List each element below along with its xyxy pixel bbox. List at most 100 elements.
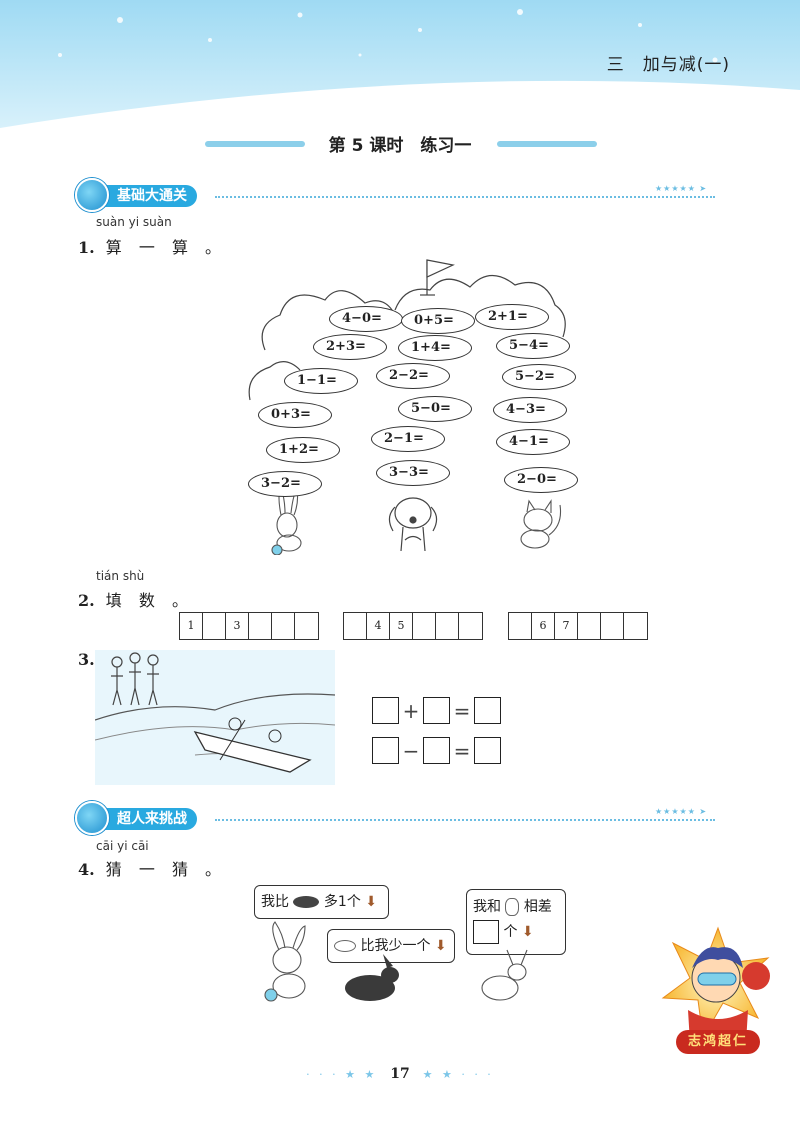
oval-equation[interactable]: 0+5= xyxy=(401,308,475,334)
mascot-logo xyxy=(661,926,770,1048)
q1-prompt: 1. 算 一 算 。 xyxy=(78,234,227,258)
title-rule-left xyxy=(205,141,305,147)
oval-equation[interactable]: 4−0= xyxy=(329,306,403,332)
banner-dotted-line xyxy=(215,196,715,198)
bubble-text: 我和 xyxy=(473,899,501,915)
number-input-cell[interactable] xyxy=(344,613,367,639)
section-banner-basic: 基础大通关 ★★★★★ ➤ xyxy=(75,178,720,212)
lesson-title: 第 5 课时 练习一 xyxy=(328,136,472,156)
header-decoration xyxy=(0,0,800,128)
oval-equation[interactable]: 1+4= xyxy=(398,335,472,361)
subtraction-equation: − = xyxy=(372,737,501,764)
q1-number: 1. xyxy=(78,238,95,257)
answer-box[interactable] xyxy=(474,697,501,724)
number-input-cell[interactable] xyxy=(295,613,318,639)
standing-children-icon xyxy=(111,652,159,706)
plus-sign: + xyxy=(402,698,420,723)
number-sequence-1: 1 3 xyxy=(179,612,319,640)
number-input-cell[interactable] xyxy=(272,613,295,639)
banner-stars-icon: ★★★★★ ➤ xyxy=(655,807,708,816)
chapter-heading: 三 加与减(一) xyxy=(606,55,730,75)
oval-equation[interactable]: 5−2= xyxy=(502,364,576,390)
mascot-badge-text: 志鸿超仁 xyxy=(676,1030,760,1054)
number-cell: 4 xyxy=(367,613,390,639)
oval-equation[interactable]: 3−2= xyxy=(248,471,322,497)
footer-stars-left-icon: · · · ★ ★ xyxy=(306,1068,378,1081)
bubble-text: 我比 xyxy=(261,894,289,910)
page-number: 17 xyxy=(390,1066,410,1082)
oval-equation[interactable]: 1+2= xyxy=(266,437,340,463)
cat-illustration xyxy=(520,499,562,549)
banner-dotted-line xyxy=(215,819,715,821)
q4-prompt: 4. 猜 一 猜 。 xyxy=(78,856,227,880)
q2-text: 填 数 。 xyxy=(105,591,194,610)
answer-box[interactable] xyxy=(372,697,399,724)
rabbit-illustration xyxy=(271,485,302,555)
answer-box[interactable] xyxy=(372,737,399,764)
addition-equation: + = xyxy=(372,697,501,724)
number-input-cell[interactable] xyxy=(624,613,647,639)
number-input-cell[interactable] xyxy=(436,613,459,639)
q1-text: 算 一 算 。 xyxy=(105,238,228,257)
page-footer: · · · ★ ★ 17 ★ ★ · · · xyxy=(0,1066,800,1082)
oval-equation[interactable]: 2−1= xyxy=(371,426,445,452)
answer-box[interactable] xyxy=(474,737,501,764)
q4-text: 猜 一 猜 。 xyxy=(105,860,228,879)
banner-label: 超人来挑战 xyxy=(95,808,197,830)
carrot-icon: ⬇ xyxy=(365,894,378,910)
star-badge-icon xyxy=(75,178,109,212)
sitting-rabbit-icon xyxy=(481,949,528,1001)
speech-bubble-3: 我和 相差 个 ⬇ xyxy=(466,889,566,955)
number-input-cell[interactable] xyxy=(249,613,272,639)
oval-equation[interactable]: 2+3= xyxy=(313,334,387,360)
q1-pinyin: suàn yi suàn xyxy=(96,215,172,229)
number-cell: 1 xyxy=(180,613,203,639)
speech-bubble-2: 比我少一个 ⬇ xyxy=(327,929,455,963)
dog-illustration xyxy=(388,497,438,552)
speech-bubble-1: 我比 多1个 ⬇ xyxy=(254,885,389,919)
q2-number: 2. xyxy=(78,591,95,610)
number-input-cell[interactable] xyxy=(601,613,624,639)
oval-equation[interactable]: 3−3= xyxy=(376,460,450,486)
answer-box[interactable] xyxy=(423,697,450,724)
oval-equation[interactable]: 5−0= xyxy=(398,396,472,422)
q4-pinyin: cāi yi cāi xyxy=(96,839,149,853)
number-input-cell[interactable] xyxy=(459,613,482,639)
section-banner-challenge: 超人来挑战 ★★★★★ ➤ xyxy=(75,801,720,835)
black-rabbit-icon xyxy=(345,954,399,1001)
carrot-icon: ⬇ xyxy=(434,938,447,954)
bubble-text: 多1个 xyxy=(323,894,361,910)
oval-equation[interactable]: 2+1= xyxy=(475,304,549,330)
number-input-cell[interactable] xyxy=(509,613,532,639)
oval-equation[interactable]: 0+3= xyxy=(258,402,332,428)
number-input-cell[interactable] xyxy=(578,613,601,639)
oval-equation[interactable]: 2−0= xyxy=(504,467,578,493)
number-input-cell[interactable] xyxy=(203,613,226,639)
oval-equation[interactable]: 4−1= xyxy=(496,429,570,455)
number-sequence-3: 6 7 xyxy=(508,612,648,640)
oval-equation[interactable]: 1−1= xyxy=(284,368,358,394)
q3-number: 3. xyxy=(78,650,95,669)
number-sequence-2: 4 5 xyxy=(343,612,483,640)
number-cell: 6 xyxy=(532,613,555,639)
answer-box[interactable] xyxy=(473,920,499,944)
number-cell: 3 xyxy=(226,613,249,639)
rabbit-icon xyxy=(505,898,520,916)
standing-rabbit-icon xyxy=(264,921,306,1002)
oval-equation[interactable]: 4−3= xyxy=(493,397,567,423)
bubble-text: 比我少一个 xyxy=(360,938,431,954)
white-rabbit-icon xyxy=(334,940,356,952)
oval-equation[interactable]: 5−4= xyxy=(496,333,570,359)
equals-sign: = xyxy=(453,698,471,723)
banner-label: 基础大通关 xyxy=(95,185,197,207)
cloud-scene-illustration xyxy=(248,259,566,555)
answer-box[interactable] xyxy=(423,737,450,764)
minus-sign: − xyxy=(402,738,420,763)
banner-stars-icon: ★★★★★ ➤ xyxy=(655,184,708,193)
q3-prompt: 3. xyxy=(78,650,95,669)
number-input-cell[interactable] xyxy=(413,613,436,639)
oval-equation[interactable]: 2−2= xyxy=(376,363,450,389)
equals-sign: = xyxy=(453,738,471,763)
number-cell: 7 xyxy=(555,613,578,639)
q2-pinyin: tián shù xyxy=(96,569,145,583)
